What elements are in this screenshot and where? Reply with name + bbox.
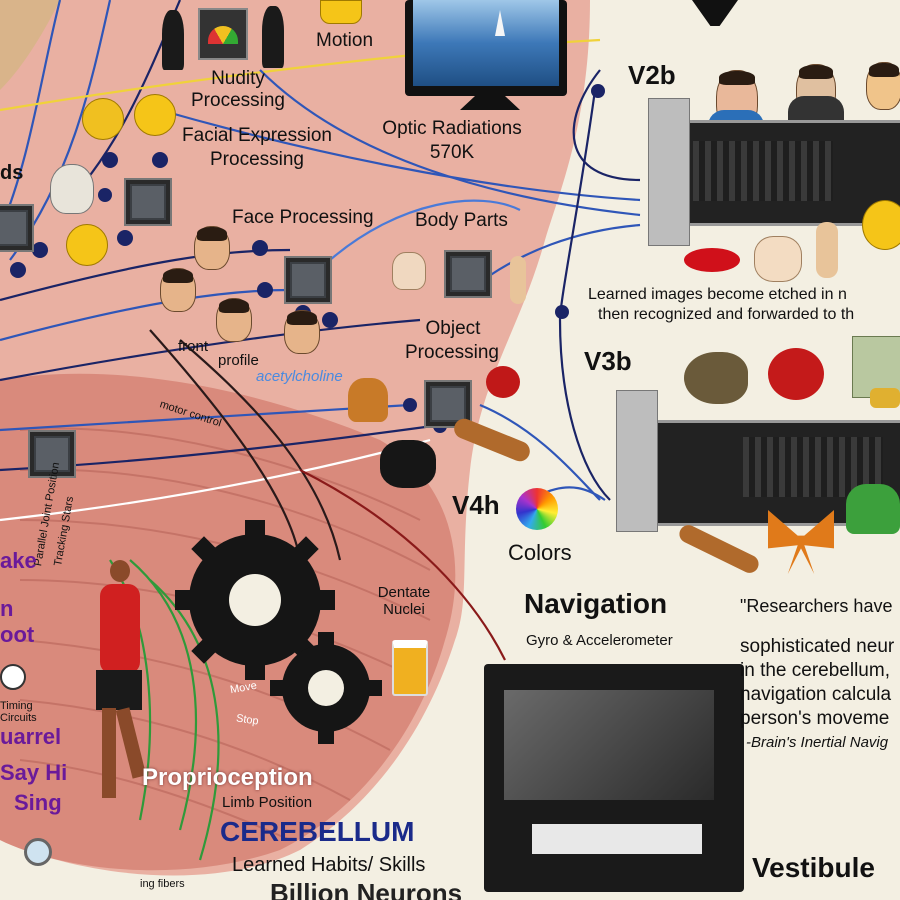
money-icon	[852, 336, 900, 398]
v2b-label: V2b	[628, 60, 676, 90]
dentate-label: Dentate Nuclei	[364, 584, 444, 618]
quote-line-1: sophisticated neur	[740, 636, 895, 657]
left-purple-sayhi: Say Hi	[0, 760, 68, 785]
skunk-icon	[380, 440, 436, 488]
timing-circuits-label: Timing Circuits	[0, 700, 37, 724]
scream-emoji-icon	[862, 200, 900, 250]
object-processing-label: Processing	[405, 342, 499, 363]
leg-icon	[510, 256, 526, 304]
colors-label: Colors	[508, 540, 572, 565]
face-processing-chip-icon	[284, 256, 332, 304]
quote-source: -Brain's Inertial Navig	[746, 734, 889, 751]
quote-line-3: navigation calcula	[740, 684, 892, 705]
left-cut-label: ds	[0, 162, 24, 184]
left-purple-ake: ake	[0, 548, 37, 573]
demon-icon	[348, 378, 388, 422]
nudity-processing-label: Nudity Processing	[191, 68, 285, 111]
cerebellum-chip-icon	[28, 430, 76, 478]
lips-icon	[684, 248, 740, 272]
tongue-emoji-icon	[134, 94, 176, 136]
facial-expression-label: Facial Expression	[182, 125, 332, 146]
profile-label: profile	[218, 352, 259, 369]
computer-case-icon	[484, 664, 744, 892]
proprioception-label: Proprioception	[142, 764, 313, 791]
skull-icon	[50, 164, 94, 214]
rose-icon-small	[486, 366, 520, 398]
neurons-label: Billion Neurons	[270, 878, 463, 900]
cerebellum-title: CEREBELLUM	[220, 816, 415, 847]
left-purple-quarrel: uarrel	[0, 724, 62, 749]
motion-label: Motion	[316, 30, 374, 51]
left-purple-sing: Sing	[14, 790, 62, 815]
acetylcholine-label: acetylcholine	[256, 368, 343, 385]
facial-processing-label: Processing	[210, 149, 304, 170]
v3b-label: V3b	[584, 346, 632, 376]
stopwatch-icon	[0, 664, 26, 690]
quote-line-4: person's moveme	[740, 708, 890, 729]
object-label: Object	[425, 318, 481, 339]
front-label: front	[178, 338, 209, 355]
gpu-bracket-bottom	[616, 390, 658, 532]
dentate-label-line1: Dentate	[377, 584, 431, 601]
rose-icon	[768, 348, 824, 400]
vestibule-label: Vestibule	[752, 852, 875, 883]
silhouette-icon-1	[162, 10, 184, 70]
left-purple-n: n	[0, 596, 14, 621]
motion-icon	[320, 0, 362, 24]
face-processing-label: Face Processing	[232, 207, 374, 228]
bird-icon	[684, 352, 748, 404]
silhouette-icon-2	[262, 6, 284, 68]
gold-coins-icon	[870, 388, 900, 408]
face-front-icon-2	[160, 268, 196, 312]
learned-line-1: Learned images become etched in n	[588, 286, 847, 303]
researchers-label: "Researchers have	[740, 596, 893, 616]
face-profile-icon-1	[216, 298, 252, 342]
face-front-icon-1	[194, 226, 230, 270]
leg-icon-right	[816, 222, 838, 278]
body-parts-label: Body Parts	[415, 210, 508, 231]
runner-icon	[86, 560, 150, 800]
habits-label: Learned Habits/ Skills	[232, 854, 426, 876]
left-purple-oot: oot	[0, 622, 35, 647]
car-icon	[846, 484, 900, 534]
object-processing-chip-icon	[424, 380, 472, 428]
face-profile-icon-2	[284, 310, 320, 354]
color-wheel-icon	[516, 488, 558, 530]
shocked-emoji-icon	[66, 224, 108, 266]
limb-position-label: Limb Position	[222, 794, 313, 811]
beer-icon	[392, 640, 428, 696]
left-chip-icon-1	[0, 204, 34, 252]
censor-monitor-icon	[198, 8, 248, 60]
dentate-label-line2: Nuclei	[383, 601, 425, 618]
optic-count-label: 570K	[429, 142, 475, 163]
hand-icon-right	[754, 236, 802, 282]
learned-line-2: then recognized and forwarded to th	[598, 306, 855, 323]
man-emoji-icon	[866, 62, 900, 110]
gpu-bracket-top	[648, 98, 690, 246]
body-parts-chip-icon	[444, 250, 492, 298]
fibers-label: ing fibers	[140, 878, 185, 890]
v4h-label: V4h	[452, 490, 500, 520]
businessman-avatar-suit	[788, 96, 844, 124]
monitor-icon	[405, 0, 567, 96]
facial-expression-chip-icon	[124, 178, 172, 226]
quote-line-2: in the cerebellum,	[740, 660, 890, 681]
gyro-label: Gyro & Accelerometer	[526, 632, 673, 649]
navigation-label: Navigation	[524, 588, 668, 619]
hand-icon	[392, 252, 426, 290]
angry-emoji-icon	[82, 98, 124, 140]
optic-radiations-label: Optic Radiations	[382, 118, 522, 139]
monitor-stand	[460, 96, 520, 110]
magnifier-icon	[24, 838, 52, 866]
